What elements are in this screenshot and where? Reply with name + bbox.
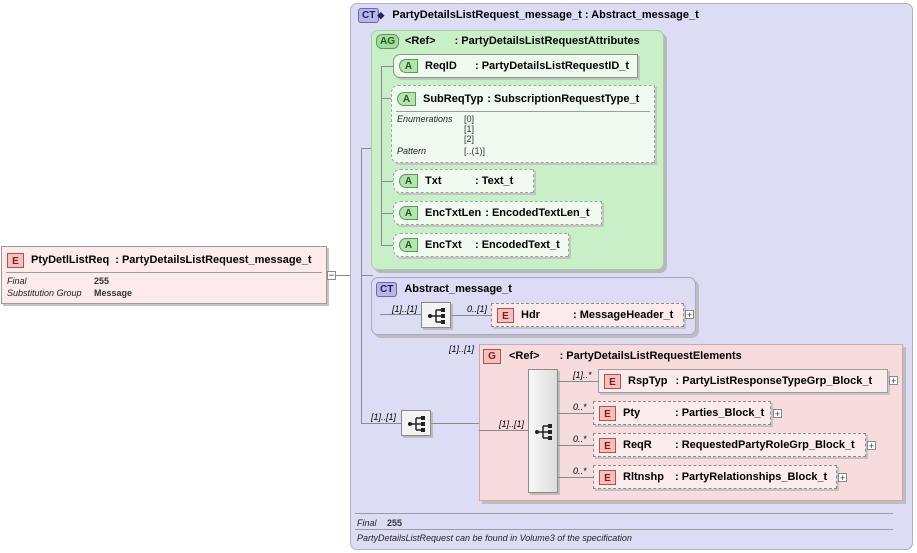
element-reqr[interactable]: E ReqR : RequestedPartyRoleGrp_Block_t — [593, 433, 866, 457]
sequence-icon — [408, 416, 425, 432]
attribute-name: ReqID — [425, 60, 457, 72]
attribute-type: : PartyDetailsListRequestID_t — [475, 60, 630, 72]
sequence-compositor[interactable] — [421, 302, 451, 328]
footer-final-label: Final — [357, 518, 377, 528]
element-type: : PartyListResponseTypeGrp_Block_t — [675, 375, 873, 387]
element-badge: E — [599, 437, 616, 453]
attribute-reqid[interactable]: A ReqID : PartyDetailsListRequestID_t — [393, 54, 638, 78]
element-occurrence: 0..* — [573, 466, 587, 476]
attribute-type: : EncodedTextLen_t — [485, 207, 590, 219]
pattern-value: [..(1)] — [464, 146, 486, 156]
element-badge: E — [7, 252, 24, 268]
sequence-icon — [428, 308, 445, 324]
element-pty[interactable]: E Pty : Parties_Block_t — [593, 401, 771, 425]
element-type: : RequestedPartyRoleGrp_Block_t — [675, 439, 855, 451]
root-prop-final-value: 255 — [94, 276, 110, 286]
footer-note: PartyDetailsListRequest can be found in … — [357, 533, 632, 543]
outer-sequence-compositor[interactable] — [401, 410, 431, 436]
enumerations-label: Enumerations — [397, 114, 453, 124]
expand-rsptyp-button[interactable]: + — [889, 376, 898, 386]
pattern-label: Pattern — [397, 146, 427, 156]
enum-value: [0] — [464, 114, 475, 124]
expand-pty-button[interactable]: + — [773, 409, 782, 419]
expand-hdr-button[interactable]: + — [685, 310, 694, 320]
element-occurrence: 0..* — [573, 434, 587, 444]
attribute-txt[interactable]: A Txt : Text_t — [393, 169, 534, 193]
attribute-subreqtyp[interactable]: A SubReqTyp : SubscriptionRequestType_t … — [391, 85, 655, 163]
attribute-name: SubReqTyp — [423, 93, 484, 105]
attribute-badge: A — [397, 92, 416, 106]
element-badge: E — [497, 307, 514, 323]
element-name: Rltnshp — [623, 471, 664, 483]
element-hdr[interactable]: E Hdr : MessageHeader_t — [491, 303, 684, 327]
attribute-group-type: : PartyDetailsListRequestAttributes — [454, 35, 640, 47]
sequence-occurrence: [1]..[1] — [392, 304, 418, 314]
root-element-type: : PartyDetailsListRequest_message_t — [115, 254, 312, 266]
element-type: : MessageHeader_t — [573, 309, 674, 321]
element-type: : Parties_Block_t — [675, 407, 765, 419]
root-element-name: PtyDetlListReq — [31, 254, 110, 266]
hdr-occurrence: 0..[1] — [467, 304, 488, 314]
element-name: Pty — [623, 407, 641, 419]
sequence-icon — [535, 424, 552, 440]
expand-rltnshp-button[interactable]: + — [838, 473, 847, 483]
attribute-name: EncTxt — [425, 239, 462, 251]
element-occurrence: 0..* — [573, 402, 587, 412]
element-name: ReqR — [623, 439, 652, 451]
enum-value: [2] — [464, 134, 475, 144]
attribute-type: : EncodedText_t — [475, 239, 560, 251]
attribute-enctxtlen[interactable]: A EncTxtLen : EncodedTextLen_t — [393, 201, 602, 225]
attribute-type: : Text_t — [475, 175, 514, 187]
root-element[interactable]: E PtyDetlListReq : PartyDetailsListReque… — [1, 246, 327, 304]
attribute-badge: A — [399, 174, 418, 188]
element-type: : PartyRelationships_Block_t — [675, 471, 828, 483]
collapse-toggle[interactable]: − — [327, 270, 336, 280]
element-badge: E — [599, 405, 616, 421]
attribute-type: : SubscriptionRequestType_t — [487, 93, 640, 105]
group-badge: G — [483, 348, 501, 364]
abstract-message-title: Abstract_message_t — [404, 283, 512, 295]
complex-type-badge: CT — [358, 7, 380, 23]
footer-final-value: 255 — [387, 518, 403, 528]
root-prop-subgroup-label: Substitution Group — [7, 288, 82, 298]
element-name: RspTyp — [628, 375, 668, 387]
element-name: Hdr — [521, 309, 540, 321]
attribute-name: Txt — [425, 175, 442, 187]
attribute-group-badge: AG — [376, 33, 399, 49]
attribute-badge: A — [399, 59, 418, 73]
outer-sequence-occurrence: [1]..[1] — [371, 412, 397, 422]
ct-arrow-icon: ◆ — [377, 9, 385, 20]
attribute-name: EncTxtLen — [425, 207, 482, 219]
group-occurrence: [1]..[1] — [449, 344, 475, 354]
root-prop-subgroup-value: Message — [94, 288, 133, 298]
complex-type-badge: CT — [376, 281, 398, 297]
element-occurrence: [1]..* — [573, 370, 592, 380]
attribute-enctxt[interactable]: A EncTxt : EncodedText_t — [393, 233, 569, 257]
expand-reqr-button[interactable]: + — [867, 441, 876, 451]
element-badge: E — [599, 469, 616, 485]
enum-value: [1] — [464, 124, 475, 134]
group-sequence-compositor[interactable] — [528, 369, 558, 493]
root-prop-final-label: Final — [7, 276, 27, 286]
attribute-badge: A — [399, 238, 418, 252]
complex-type-title: PartyDetailsListRequest_message_t : Abst… — [392, 9, 699, 21]
group-ref: <Ref> — [509, 350, 540, 362]
attribute-group-ref: <Ref> — [405, 35, 436, 47]
group-sequence-occurrence: [1]..[1] — [499, 419, 525, 429]
attribute-badge: A — [399, 206, 418, 220]
element-rsptyp[interactable]: E RspTyp : PartyListResponseTypeGrp_Bloc… — [598, 369, 888, 393]
group-type: : PartyDetailsListRequestElements — [559, 350, 742, 362]
element-badge: E — [604, 373, 621, 389]
element-rltnshp[interactable]: E Rltnshp : PartyRelationships_Block_t — [593, 465, 837, 489]
